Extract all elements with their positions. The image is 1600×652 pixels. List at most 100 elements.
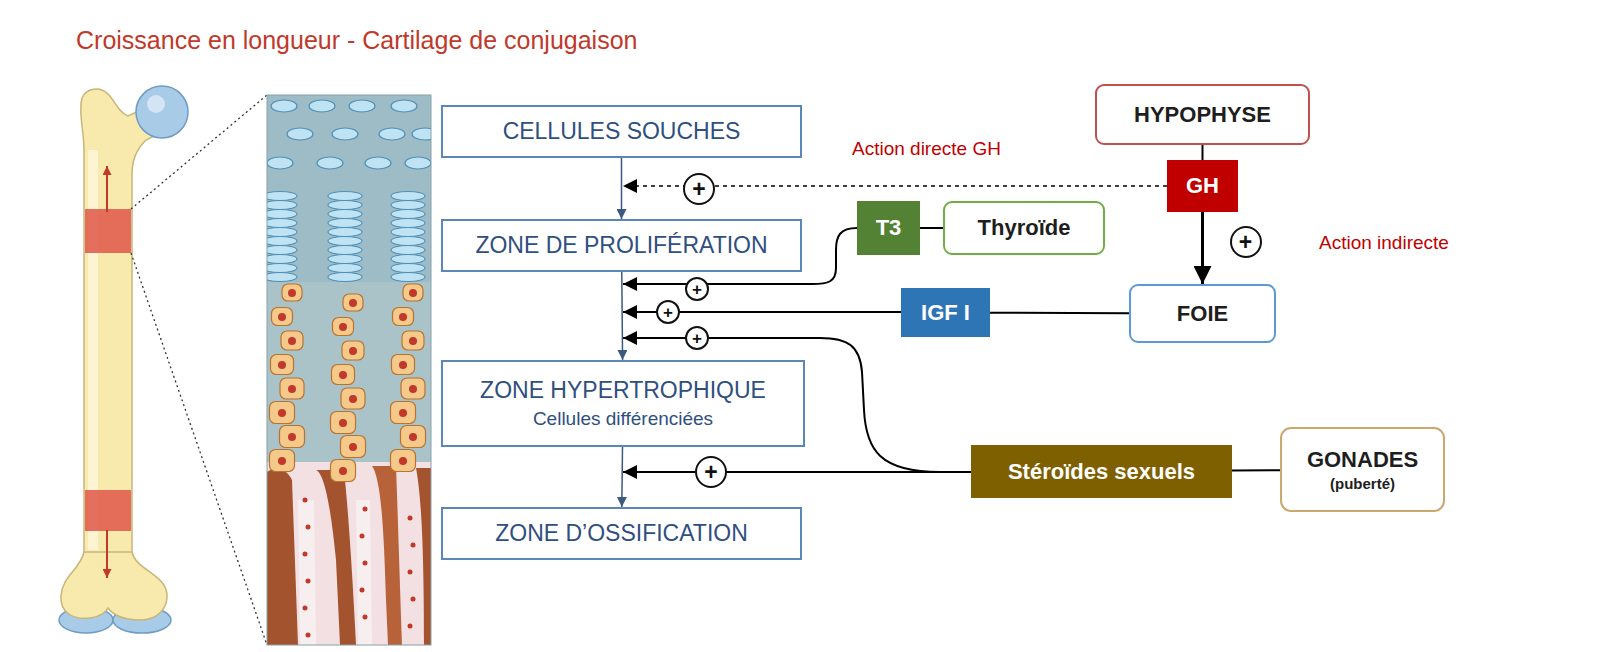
hypertrophic-cell <box>331 460 356 482</box>
proliferating-cell <box>391 246 425 255</box>
hypertrophic-cell <box>280 426 305 448</box>
hypertrophic-cell <box>401 426 426 448</box>
cell-nucleus <box>339 467 347 475</box>
node-title: GH <box>1186 173 1219 198</box>
cell-nucleus <box>278 457 286 465</box>
node-title: FOIE <box>1177 301 1228 326</box>
hormone-arrow <box>623 471 971 473</box>
proliferating-cell <box>267 201 297 210</box>
hypertrophic-cell <box>342 341 364 360</box>
bone-trabecula <box>316 470 356 645</box>
growth-arrow <box>106 530 108 578</box>
growth-arrow <box>106 166 108 212</box>
bone-trabecula <box>267 469 298 645</box>
stem-cell <box>391 100 417 112</box>
stem-cell <box>365 157 391 169</box>
proliferating-cell <box>328 192 362 201</box>
histology-panel <box>267 95 431 645</box>
ossification-zone-bg <box>267 462 431 645</box>
cell-nucleus <box>278 313 286 321</box>
cell-nucleus <box>409 337 417 345</box>
proliferating-cell <box>391 219 425 228</box>
femur-shaft <box>81 89 170 560</box>
blood-cell <box>303 498 308 503</box>
cell-body <box>403 284 423 301</box>
femur-illustration <box>59 86 267 645</box>
cell-nucleus <box>409 385 417 393</box>
cell-nucleus <box>288 337 296 345</box>
zoom-line <box>131 95 267 209</box>
cell-body <box>272 308 293 326</box>
cell-body <box>280 378 304 399</box>
cell-nucleus <box>339 323 347 331</box>
blood-cell <box>408 570 413 575</box>
node-title: ZONE D’OSSIFICATION <box>495 520 748 546</box>
proliferating-cell <box>391 201 425 210</box>
node-title: GONADES <box>1307 447 1418 472</box>
proliferating-cell <box>328 228 362 237</box>
hypertrophic-cell <box>343 294 363 311</box>
hypertrophic-cell <box>393 308 414 326</box>
proliferating-cell <box>328 210 362 219</box>
cell-nucleus <box>288 289 296 297</box>
stem-cell <box>332 128 358 140</box>
hypertrophic-cell <box>403 284 423 301</box>
cell-body <box>341 388 365 409</box>
stimulation-sign: + <box>656 300 680 324</box>
blood-cell <box>303 552 308 557</box>
proliferating-cell <box>391 237 425 246</box>
blood-cell <box>306 579 311 584</box>
node-title: T3 <box>876 215 902 240</box>
blood-cell <box>360 588 365 593</box>
connector <box>621 158 623 219</box>
hormone-box: T3 <box>857 201 920 255</box>
hypertrophic-cell <box>270 450 295 472</box>
diagram-title: Croissance en longueur - Cartilage de co… <box>76 26 637 55</box>
proliferating-cell <box>328 255 362 264</box>
proliferating-cell <box>391 255 425 264</box>
node-title: Stéroïdes sexuels <box>1008 459 1195 484</box>
proliferating-cell <box>267 228 297 237</box>
cell-nucleus <box>349 395 357 403</box>
proliferating-cell <box>267 246 297 255</box>
proliferating-cell <box>267 264 297 273</box>
proliferating-cell <box>391 228 425 237</box>
connector <box>621 447 623 507</box>
hypertrophic-cell <box>391 402 416 424</box>
cell-body <box>343 294 363 311</box>
panel-frame <box>267 95 431 645</box>
hypertrophic-cell <box>392 355 415 375</box>
cell-body <box>391 450 416 472</box>
cell-nucleus <box>399 457 407 465</box>
blood-cell <box>303 606 308 611</box>
proliferating-cell <box>267 273 297 282</box>
stimulation-sign: + <box>685 326 709 350</box>
cell-nucleus <box>278 409 286 417</box>
connector-layer <box>622 145 1281 507</box>
cell-nucleus <box>288 433 296 441</box>
gland-box: GONADES(puberté) <box>1280 427 1445 512</box>
zone-box: ZONE D’OSSIFICATION <box>441 507 802 560</box>
connector <box>1201 212 1204 284</box>
action-note: Action directe GH <box>852 138 1001 160</box>
hormone-box: IGF I <box>901 288 990 337</box>
hypertrophic-cell <box>402 331 424 350</box>
blood-cell <box>408 624 413 629</box>
cell-body <box>270 402 295 424</box>
cell-nucleus <box>399 361 407 369</box>
blood-cell <box>408 516 413 521</box>
gland-box: HYPOPHYSE <box>1095 84 1310 145</box>
blood-cell <box>360 534 365 539</box>
growth-plate-band <box>85 209 131 253</box>
node-title: ZONE DE PROLIFÉRATION <box>475 232 767 258</box>
zoom-line <box>131 253 267 645</box>
cell-nucleus <box>339 371 347 379</box>
hypertrophic-cell <box>341 388 365 409</box>
proliferating-cell <box>267 192 297 201</box>
cell-body <box>332 365 355 385</box>
proliferating-cell <box>328 237 362 246</box>
proliferating-cell <box>267 237 297 246</box>
proliferating-cell <box>328 246 362 255</box>
proliferating-cell <box>328 264 362 273</box>
